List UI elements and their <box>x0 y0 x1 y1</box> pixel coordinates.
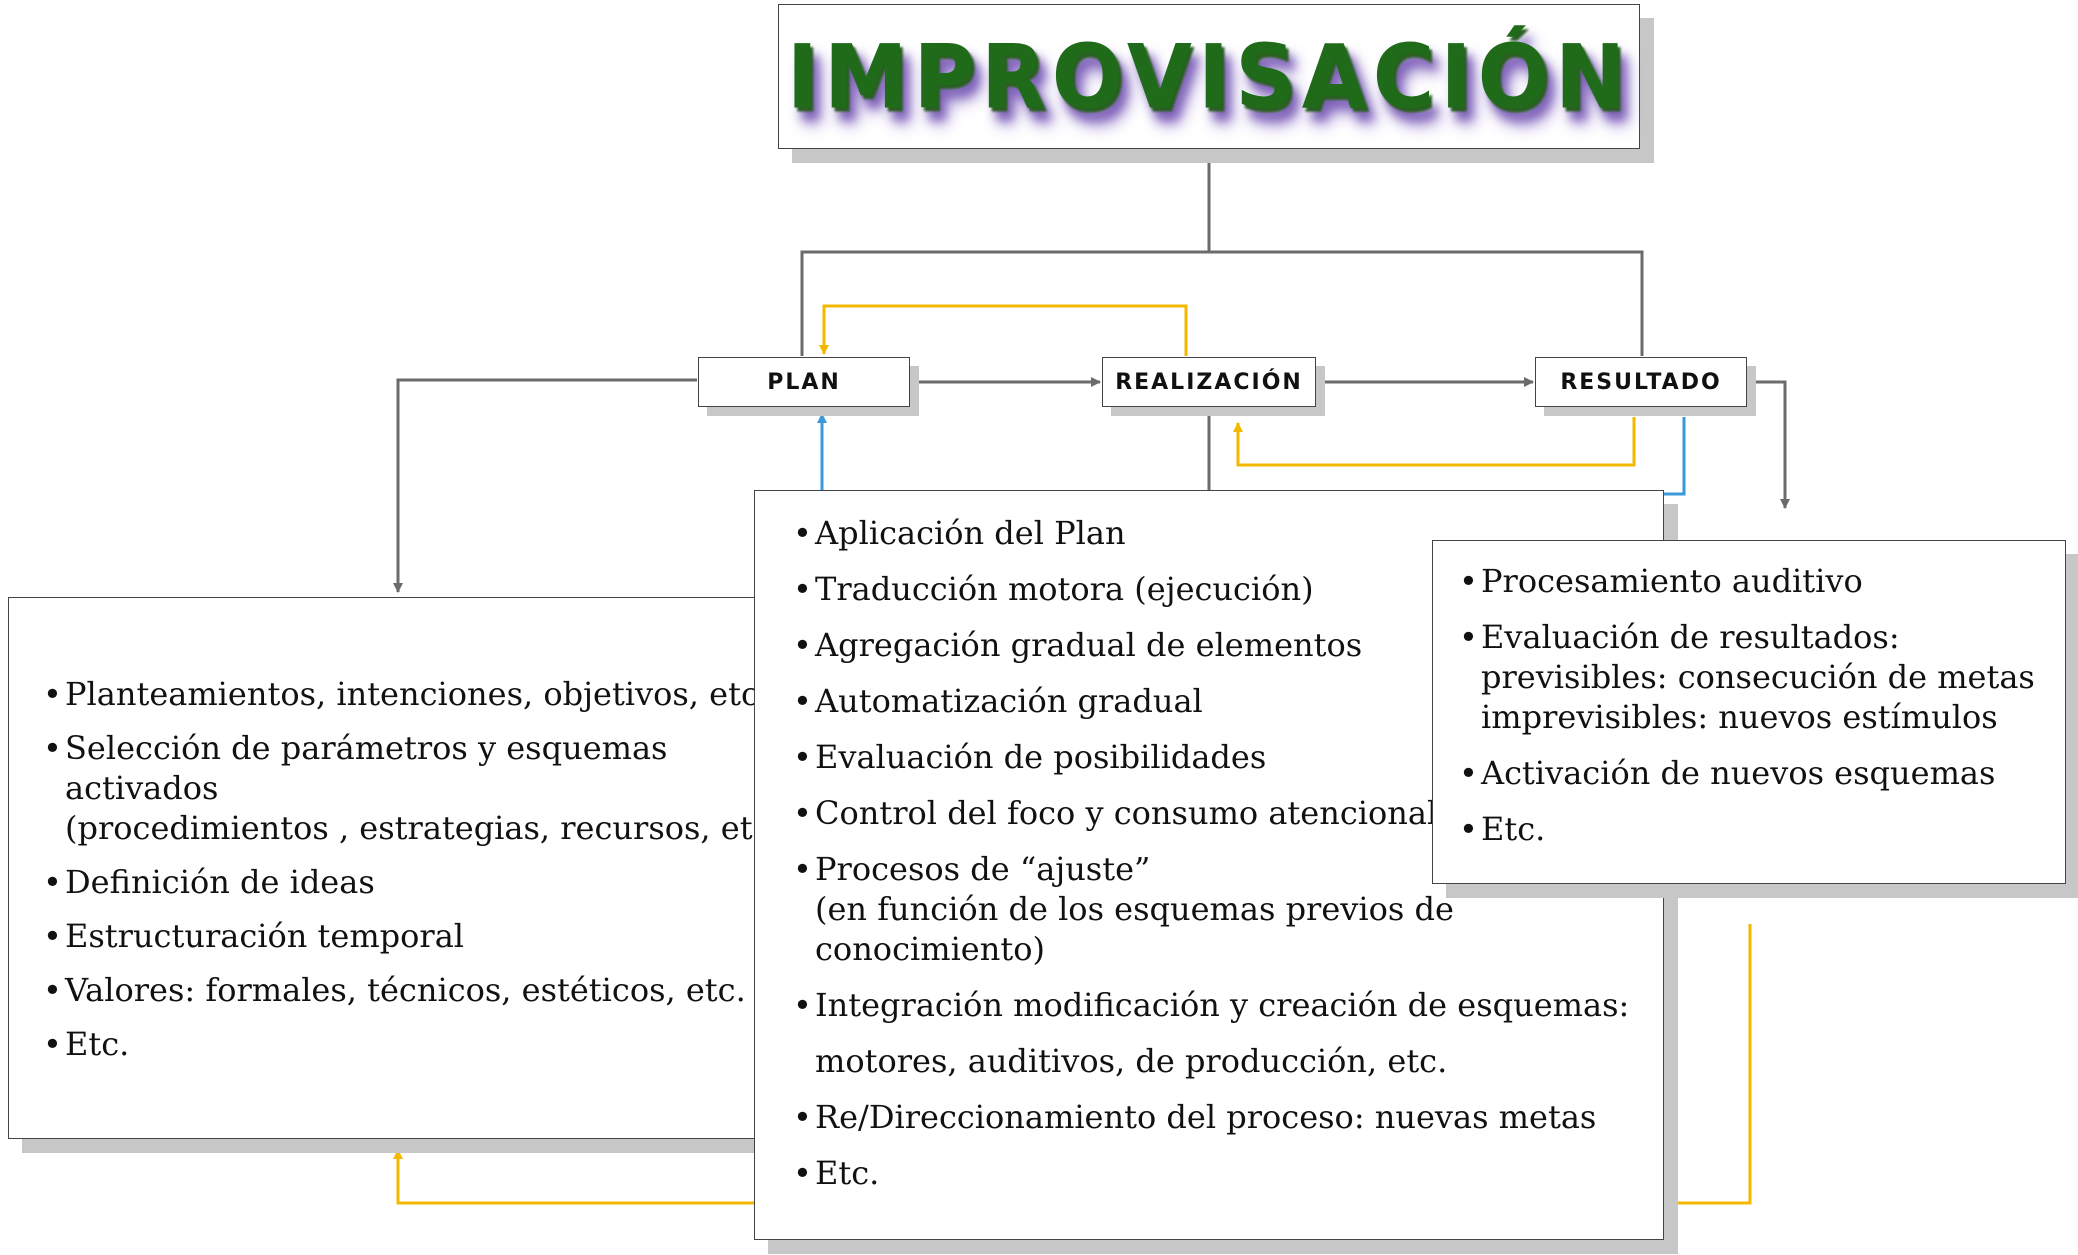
resultado-to-panel-arrow <box>1749 380 1790 509</box>
resultado-details-panel: Procesamiento auditivo Evaluación de res… <box>1432 540 2066 884</box>
list-item-text: Integración modificación y creación de e… <box>815 986 1630 1024</box>
plan-to-panel-arrow <box>393 378 697 593</box>
list-item-text: Aplicación del Plan <box>815 514 1126 552</box>
title-box: IMPROVISACIÓN <box>778 4 1640 149</box>
plan-details-list: Planteamientos, intenciones, objetivos, … <box>43 674 803 1064</box>
hierarchy-bar-line <box>800 250 1644 356</box>
list-item: Control del foco y consumo atencional <box>793 793 1653 833</box>
stage-resultado-label: RESULTADO <box>1560 369 1722 395</box>
list-item: Traducción motora (ejecución) <box>793 569 1653 609</box>
list-item-text: Etc. <box>815 1154 880 1192</box>
stage-realizacion-label: REALIZACIÓN <box>1115 369 1303 395</box>
stage-resultado-box: RESULTADO <box>1535 357 1747 407</box>
list-item: Procesos de “ajuste” (en función de los … <box>793 849 1653 969</box>
list-item-text: Control del foco y consumo atencional <box>815 794 1438 832</box>
list-item-continuation: previsibles: consecución de metas <box>1481 658 2035 696</box>
list-item-text: Definición de ideas <box>65 863 375 901</box>
resultado-details-list: Procesamiento auditivo Evaluación de res… <box>1459 561 2059 849</box>
list-item: Etc. <box>43 1024 803 1064</box>
list-item: Integración modificación y creación de e… <box>793 985 1653 1081</box>
list-item: Etc. <box>1459 809 2059 849</box>
list-item-text: Planteamientos, intenciones, objetivos, … <box>65 675 770 713</box>
realizacion-panel-to-plan-panel-feedback-arrow <box>393 1149 754 1205</box>
list-item-continuation: motores, auditivos, de producción, etc. <box>815 1042 1448 1080</box>
list-item-text: Estructuración temporal <box>65 917 465 955</box>
list-item: Evaluación de posibilidades <box>793 737 1653 777</box>
resultado-to-realizacion-feedback-arrow <box>1233 417 1636 467</box>
list-item-text: Re/Direccionamiento del proceso: nuevas … <box>815 1098 1597 1136</box>
realizacion-to-plan-feedback-arrow <box>819 304 1188 356</box>
resultado-panel-to-realizacion-panel-feedback-line <box>1678 924 1752 1205</box>
list-item: Automatización gradual <box>793 681 1653 721</box>
plan-details-panel: Planteamientos, intenciones, objetivos, … <box>8 597 808 1139</box>
list-item: Definición de ideas <box>43 862 803 902</box>
list-item: Re/Direccionamiento del proceso: nuevas … <box>793 1097 1653 1137</box>
list-item-text: Automatización gradual <box>815 682 1203 720</box>
list-item: Procesamiento auditivo <box>1459 561 2059 601</box>
list-item: Activación de nuevos esquemas <box>1459 753 2059 793</box>
diagram-title: IMPROVISACIÓN <box>786 25 1632 128</box>
list-item: Etc. <box>793 1153 1653 1193</box>
realizacion-details-list: Aplicación del Plan Traducción motora (e… <box>793 513 1653 1193</box>
list-item-text: Procesamiento auditivo <box>1481 562 1863 600</box>
list-item-text: Evaluación de posibilidades <box>815 738 1267 776</box>
list-item-continuation: imprevisibles: nuevos estímulos <box>1481 698 1998 736</box>
resultado-to-plan-blue-feedback-arrow <box>1606 417 1686 496</box>
list-item: Agregación gradual de elementos <box>793 625 1653 665</box>
list-item-text: Etc. <box>1481 810 1546 848</box>
list-item-text: Agregación gradual de elementos <box>815 626 1363 664</box>
stage-realizacion-box: REALIZACIÓN <box>1102 357 1316 407</box>
list-item-text: Procesos de “ajuste” <box>815 850 1151 888</box>
list-item: Estructuración temporal <box>43 916 803 956</box>
list-item-continuation: (en función de los esquemas previos de c… <box>815 890 1454 968</box>
list-item: Planteamientos, intenciones, objetivos, … <box>43 674 803 714</box>
stage-plan-box: PLAN <box>698 357 910 407</box>
list-item-text: Evaluación de resultados: <box>1481 618 1900 656</box>
list-item: Aplicación del Plan <box>793 513 1653 553</box>
list-item: Valores: formales, técnicos, estéticos, … <box>43 970 803 1010</box>
list-item-text: Valores: formales, técnicos, estéticos, … <box>65 971 746 1009</box>
stage-plan-label: PLAN <box>767 369 841 395</box>
list-item-text: Etc. <box>65 1025 130 1063</box>
list-item: Evaluación de resultados: previsibles: c… <box>1459 617 2059 737</box>
list-item-continuation: (procedimientos , estrategias, recursos,… <box>65 809 794 847</box>
list-item-text: Traducción motora (ejecución) <box>815 570 1314 608</box>
list-item-text: Activación de nuevos esquemas <box>1481 754 1996 792</box>
list-item-text: Selección de parámetros y esquemas activ… <box>65 729 668 807</box>
list-item: Selección de parámetros y esquemas activ… <box>43 728 803 848</box>
